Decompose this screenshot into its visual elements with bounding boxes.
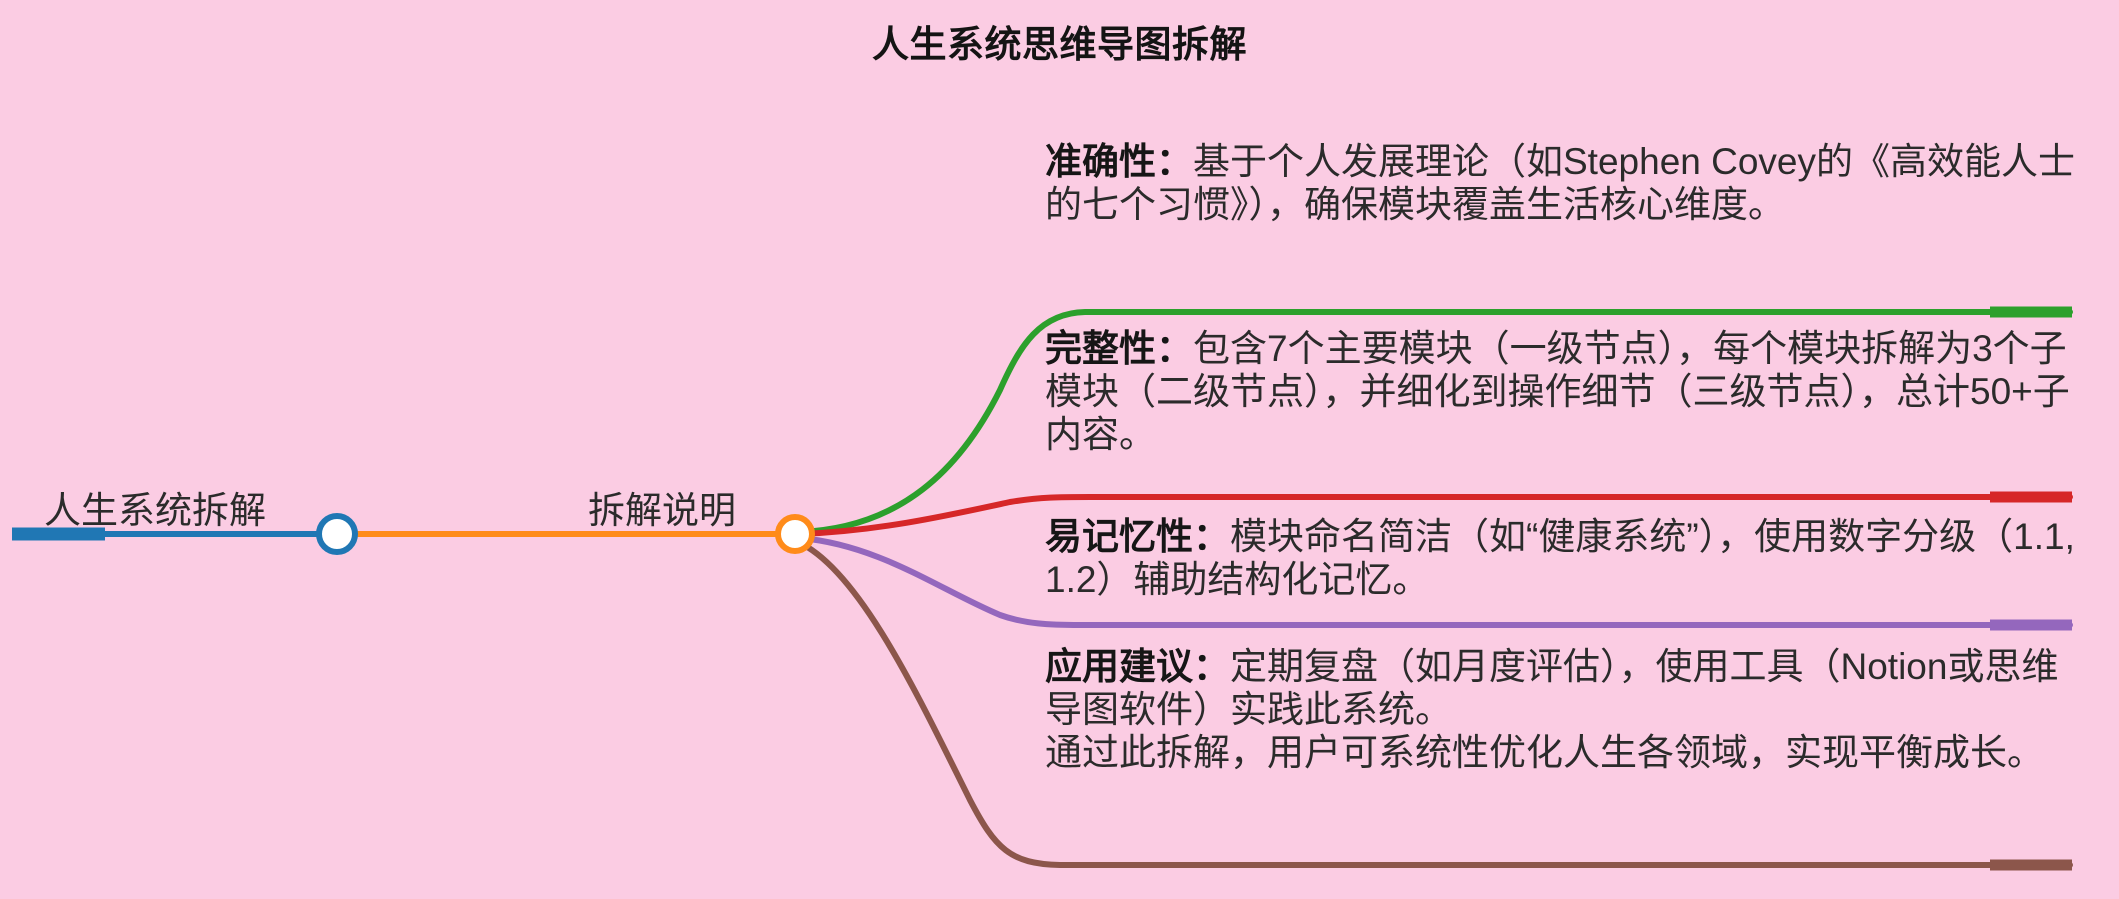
node-root-dot[interactable] [316, 513, 358, 555]
leaf-node-completeness[interactable]: 完整性：包含7个主要模块（一级节点），每个模块拆解为3个子模块（二级节点），并细… [1045, 327, 2075, 456]
node-second-dot[interactable] [775, 514, 815, 554]
leaf-node-accuracy[interactable]: 准确性：基于个人发展理论（如Stephen Covey的《高效能人士的七个习惯》… [1045, 140, 2075, 226]
leaf-separator: ： [1193, 516, 1230, 557]
leaf-separator: ： [1156, 328, 1193, 369]
leaf-body-extra: 通过此拆解，用户可系统性优化人生各领域，实现平衡成长。 [1045, 732, 2044, 773]
node-root-label[interactable]: 人生系统拆解 [44, 490, 266, 531]
leaf-body: 基于个人发展理论（如Stephen Covey的《高效能人士的七个习惯》），确保… [1045, 141, 2076, 225]
leaf-heading: 完整性 [1045, 328, 1156, 369]
leaf-body: 模块命名简洁（如“健康系统”），使用数字分级（1.1, 1.2）辅助结构化记忆。 [1045, 516, 2075, 600]
leaf-heading: 准确性 [1045, 141, 1156, 182]
leaf-heading: 应用建议 [1045, 646, 1193, 687]
leaf-separator: ： [1193, 646, 1230, 687]
leaf-node-application-advice[interactable]: 应用建议：定期复盘（如月度评估），使用工具（Notion或思维导图软件）实践此系… [1045, 645, 2075, 774]
leaf-separator: ： [1156, 141, 1193, 182]
leaf-body: 包含7个主要模块（一级节点），每个模块拆解为3个子模块（二级节点），并细化到操作… [1045, 328, 2070, 455]
leaf-node-memorability[interactable]: 易记忆性：模块命名简洁（如“健康系统”），使用数字分级（1.1, 1.2）辅助结… [1045, 515, 2075, 601]
leaf-heading: 易记忆性 [1045, 516, 1193, 557]
node-second-label[interactable]: 拆解说明 [588, 490, 736, 531]
leaf-body: 定期复盘（如月度评估），使用工具（Notion或思维导图软件）实践此系统。 [1045, 646, 2059, 730]
page-title: 人生系统思维导图拆解 [872, 24, 1247, 65]
